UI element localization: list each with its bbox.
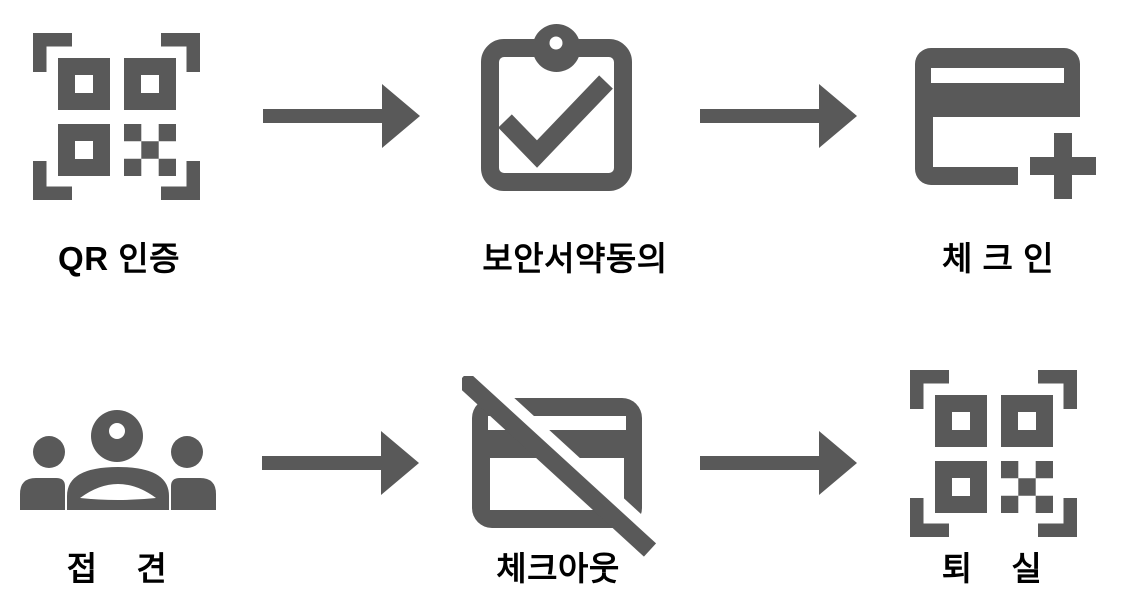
card-add-icon bbox=[915, 48, 1096, 199]
step-label-check-in: 체 크 인 bbox=[942, 240, 1054, 277]
right-arrow-icon bbox=[263, 84, 420, 148]
step-label-check-out: 체크아웃 bbox=[496, 550, 620, 587]
card-slash-icon bbox=[462, 376, 662, 557]
right-arrow-icon bbox=[262, 431, 419, 495]
people-group-icon bbox=[20, 410, 216, 510]
qr-code-icon bbox=[33, 33, 200, 200]
step-label-visit: 접 견 bbox=[66, 550, 168, 587]
right-arrow-icon bbox=[700, 431, 857, 495]
step-label-security-pledge: 보안서약동의 bbox=[482, 240, 668, 277]
step-label-qr-auth: QR 인증 bbox=[58, 240, 180, 277]
step-label-leave: 퇴 실 bbox=[941, 550, 1043, 587]
right-arrow-icon bbox=[700, 84, 857, 148]
qr-code-icon bbox=[910, 370, 1077, 537]
clipboard-check-icon bbox=[481, 24, 632, 191]
